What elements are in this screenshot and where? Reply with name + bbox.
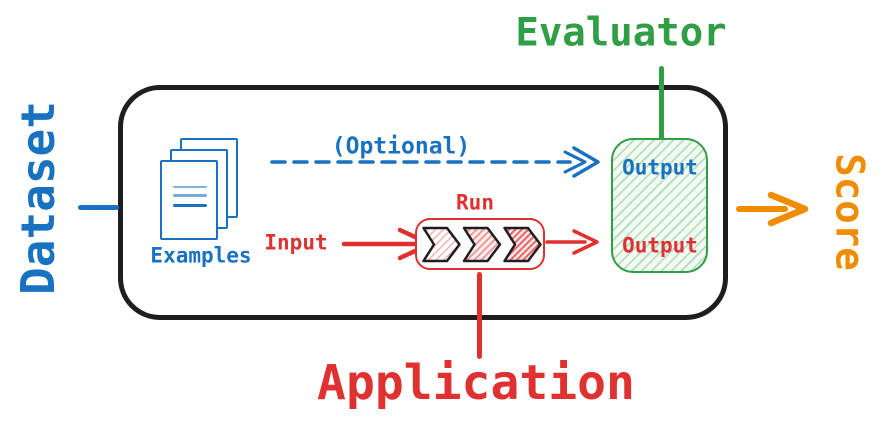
chevron-pipeline-icon: [422, 226, 542, 263]
run-label: Run: [456, 190, 494, 215]
application-label: Application: [317, 355, 635, 411]
dataset-connector-line: [78, 205, 119, 210]
optional-label: (Optional): [331, 133, 471, 160]
evaluator-label: Evaluator: [515, 10, 727, 56]
document-text-line: [173, 204, 207, 207]
optional-dashed-arrow: [270, 146, 600, 178]
input-label: Input: [264, 230, 328, 255]
document-page-front: [160, 160, 218, 240]
score-arrow: [736, 191, 809, 227]
documents-icon: [160, 138, 240, 242]
evaluator-connector-line: [659, 66, 664, 140]
dataset-label: Dataset: [11, 101, 65, 295]
evaluator-output-label: Output: [622, 155, 698, 180]
examples-label: Examples: [150, 243, 252, 268]
document-text-line: [173, 194, 207, 197]
run-output-arrow: [545, 229, 599, 255]
score-label: Score: [826, 153, 872, 271]
document-text-line: [173, 186, 207, 188]
evaluator-box: [611, 138, 708, 273]
application-connector-line: [477, 272, 482, 359]
application-output-label: Output: [622, 233, 698, 258]
